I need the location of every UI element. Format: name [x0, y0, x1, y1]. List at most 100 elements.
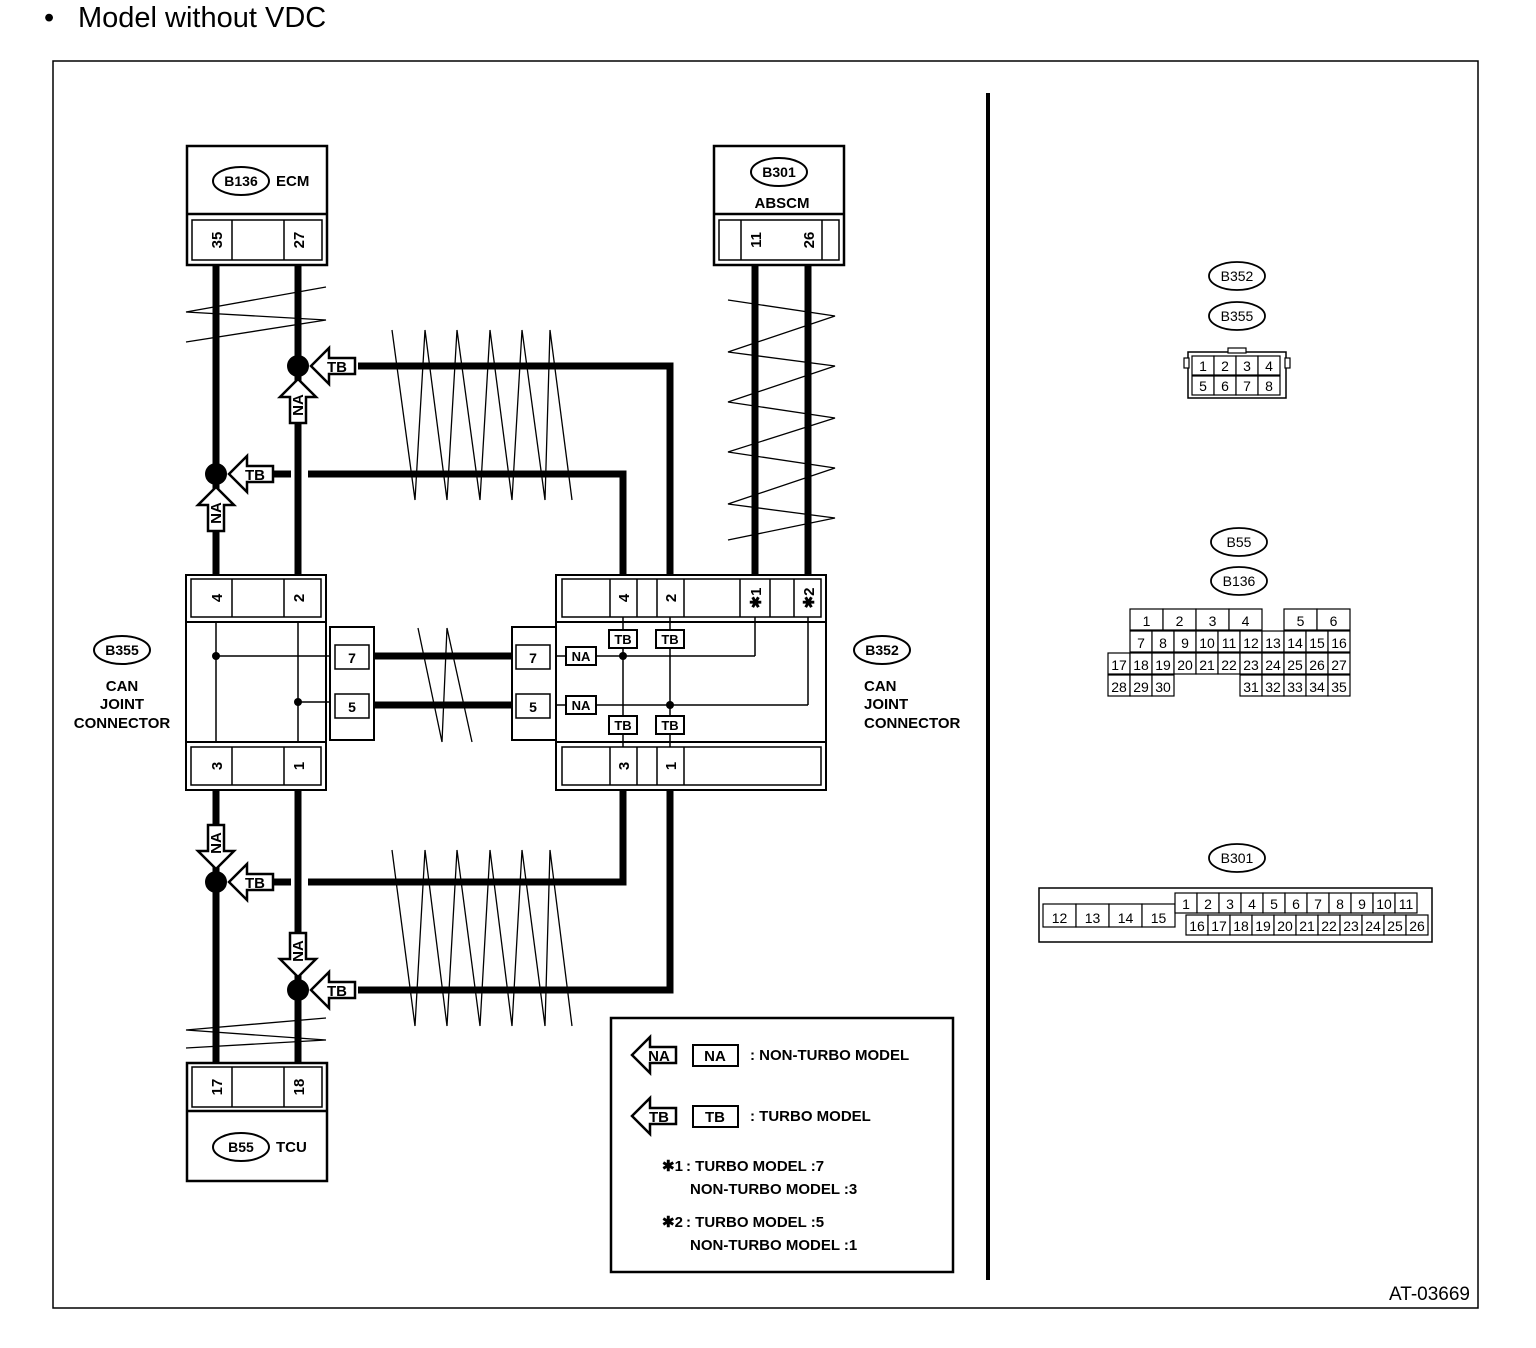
b301-pin: 6 — [1292, 896, 1300, 912]
b136-pin: 26 — [1309, 657, 1325, 673]
b136-pin: 14 — [1287, 635, 1303, 651]
b136-pin: 6 — [1330, 613, 1338, 629]
svg-text:NA: NA — [648, 1048, 670, 1065]
b136-pin: 11 — [1222, 635, 1237, 651]
b352-tag-na-5: NA — [572, 698, 591, 713]
svg-text:CAN: CAN — [106, 678, 139, 695]
b301-pin: 26 — [1409, 918, 1425, 934]
b136-pin: 15 — [1309, 635, 1325, 651]
page-heading: • Model without VDC — [44, 2, 326, 35]
b301-pin: 25 — [1387, 918, 1403, 934]
b136-pin: 27 — [1331, 657, 1347, 673]
ecm-name: ECM — [276, 173, 309, 190]
b301-pin: 13 — [1085, 910, 1101, 926]
b301-pin: 2 — [1204, 896, 1212, 912]
b136-pin: 8 — [1159, 635, 1167, 651]
b355-pin-1: 1 — [291, 762, 308, 770]
b352-connector-label: B352 — [865, 642, 899, 658]
b301-pin: 17 — [1211, 918, 1227, 934]
b352-pin: 6 — [1221, 378, 1229, 394]
b136-pin: 7 — [1137, 635, 1145, 651]
legend-box: NA NA : NON-TURBO MODEL TB TB : TURBO MO… — [609, 1016, 955, 1274]
abscm-pin-26: 26 — [801, 232, 818, 249]
svg-text:TB: TB — [327, 359, 347, 376]
b301-cell — [1141, 903, 1176, 928]
b355-connector-label: B355 — [105, 642, 139, 658]
b136-pin: 28 — [1111, 679, 1127, 695]
b352-pin: 7 — [1243, 378, 1251, 394]
b355-pin-3: 3 — [209, 762, 226, 770]
b136-pin: 4 — [1242, 613, 1250, 629]
b352-pin-4: 4 — [616, 593, 633, 602]
b136-pin: 16 — [1331, 635, 1347, 651]
tcu-pin-18: 18 — [291, 1079, 308, 1096]
b355-joint-connector: 7 5 4 2 3 1 B355 CAN JOINT CONNECTOR — [74, 574, 375, 791]
svg-text:: TURBO MODEL :5: : TURBO MODEL :5 — [686, 1214, 824, 1231]
b136-pin: 35 — [1331, 679, 1347, 695]
b352-pin-star2: ✱2 — [801, 588, 818, 609]
abscm-connector-label: B301 — [762, 164, 796, 180]
ecm-connector-label: B136 — [224, 173, 258, 189]
svg-text:TB: TB — [245, 467, 265, 484]
b136-cell — [1327, 630, 1351, 653]
b136-pin: 3 — [1209, 613, 1217, 629]
b301-pin: 23 — [1343, 918, 1359, 934]
ecm-pin-35: 35 — [209, 232, 226, 249]
tcu-module: B55 TCU 17 18 — [185, 1061, 329, 1183]
svg-text:NA: NA — [704, 1048, 726, 1065]
b301-pin: 8 — [1336, 896, 1344, 912]
heading-text: Model without VDC — [78, 2, 327, 34]
b352-joint-connector: 7 5 NA NA — [511, 574, 961, 791]
b301-cell — [1394, 892, 1418, 914]
svg-text:TB: TB — [705, 1109, 725, 1126]
b136-pin: 22 — [1221, 657, 1237, 673]
b301-pin: 3 — [1226, 896, 1234, 912]
b136-pin: 19 — [1155, 657, 1171, 673]
b301-pin: 15 — [1151, 910, 1167, 926]
bullet: • — [44, 2, 55, 34]
b352-tag-tb-1: TB — [661, 718, 678, 733]
b136-cell — [1151, 674, 1175, 697]
b352-pin: 2 — [1221, 358, 1229, 374]
b352-pin: 3 — [1243, 358, 1251, 374]
b136-pin: 10 — [1199, 635, 1215, 651]
branch-arrows: TB TB TB TB NA NA NA NA — [196, 346, 357, 1010]
b136-pin: 33 — [1287, 679, 1303, 695]
b301-pin: 5 — [1270, 896, 1278, 912]
svg-text:TB: TB — [649, 1109, 669, 1126]
b136-cell — [1228, 608, 1263, 631]
tcu-pin-17: 17 — [209, 1079, 226, 1096]
svg-text:TB: TB — [327, 983, 347, 1000]
splice-dots — [205, 355, 309, 1001]
b355-pin-2: 2 — [291, 594, 308, 602]
b352-pin: 4 — [1265, 358, 1273, 374]
b136-cell — [1327, 674, 1351, 697]
b136-pin: 1 — [1143, 613, 1151, 629]
b355-pin-4: 4 — [209, 593, 226, 602]
b136-pin: 9 — [1181, 635, 1189, 651]
b136-pin: 34 — [1309, 679, 1325, 695]
b301-cell — [1405, 914, 1429, 936]
b352-pin: 5 — [1199, 378, 1207, 394]
b352-cell — [1257, 355, 1281, 376]
b136-pin: 25 — [1287, 657, 1303, 673]
svg-text:CONNECTOR: CONNECTOR — [864, 715, 961, 732]
abscm-pin-11: 11 — [748, 232, 765, 248]
b355-pin-5: 5 — [348, 699, 356, 715]
svg-text:NON-TURBO MODEL :3: NON-TURBO MODEL :3 — [690, 1181, 857, 1198]
svg-text:NA: NA — [208, 832, 225, 854]
b355-pin-7: 7 — [348, 650, 356, 666]
b352-cell — [1257, 375, 1281, 396]
b136-pin: 20 — [1177, 657, 1193, 673]
b136-pin: 30 — [1155, 679, 1171, 695]
twist-marks — [185, 286, 836, 1049]
b301-pin: 7 — [1314, 896, 1322, 912]
legend-na-text: : NON-TURBO MODEL — [750, 1047, 909, 1064]
b301-pin: 16 — [1189, 918, 1205, 934]
svg-text:B301: B301 — [1221, 850, 1254, 866]
svg-text:B352: B352 — [1221, 268, 1254, 284]
